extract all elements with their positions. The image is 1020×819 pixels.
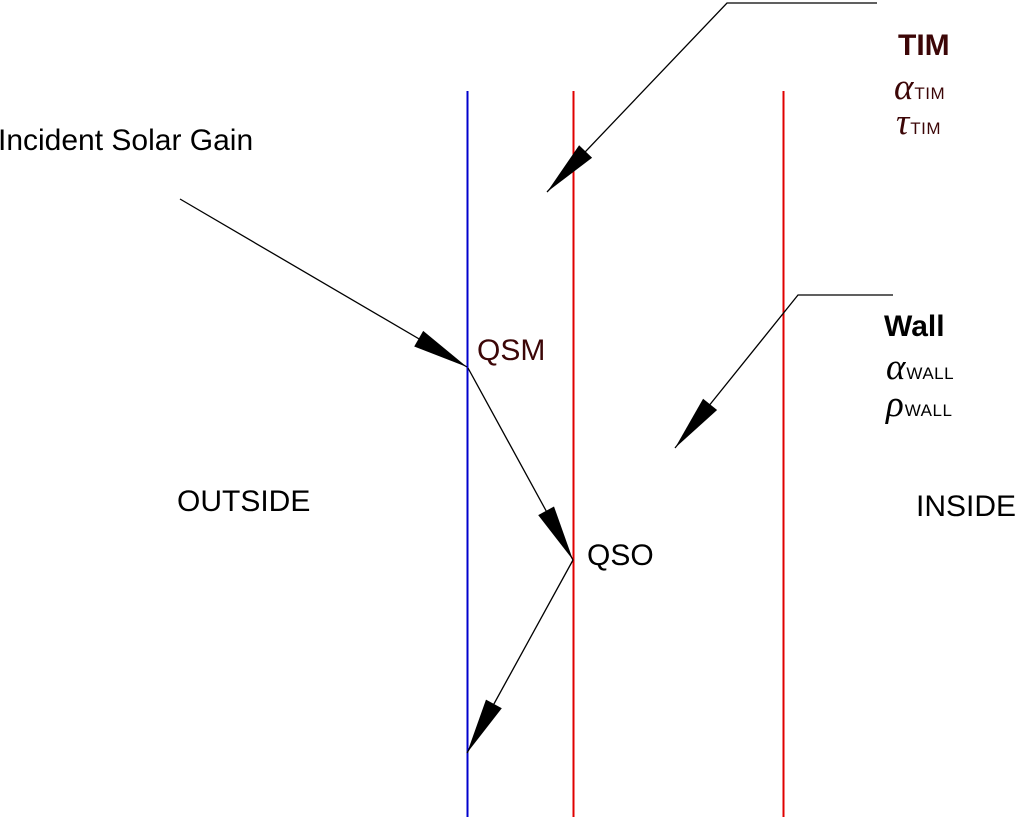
tim-leader-arrowhead-icon xyxy=(547,145,593,192)
rho-symbol: ρ xyxy=(886,384,904,425)
rho-subscript-label: WALL xyxy=(904,401,953,420)
tau-symbol: τ xyxy=(896,102,910,143)
tau-subscript-label: TIM xyxy=(910,119,942,138)
wall-leader-arrowhead-icon xyxy=(675,398,718,448)
tim-leader-line xyxy=(546,2,877,193)
tim-legend-title: TIM xyxy=(898,29,950,62)
alpha-symbol: α xyxy=(894,67,914,108)
alpha-subscript-label: WALL xyxy=(906,364,955,383)
qsm-label: QSM xyxy=(477,334,546,367)
alpha-subscript-label: TIM xyxy=(914,84,946,103)
wall-rho-row: ρ WALL xyxy=(886,386,952,423)
qso-label: QSO xyxy=(587,539,654,572)
incident-solar-gain-label: Incident Solar Gain xyxy=(0,124,254,157)
qsm-to-qso-arrowhead-icon xyxy=(538,506,573,560)
qso-outgoing-arrowhead-icon xyxy=(467,699,502,753)
wall-legend-title: Wall xyxy=(884,310,945,343)
inside-zone-label: INSIDE xyxy=(916,490,1017,523)
outside-zone-label: OUTSIDE xyxy=(177,485,311,518)
alpha-symbol: α xyxy=(886,347,906,388)
wall-leader-line xyxy=(674,294,893,449)
tim-alpha-row: α TIM xyxy=(894,69,945,106)
tim-tau-row: τ TIM xyxy=(896,104,941,141)
wall-alpha-row: α WALL xyxy=(886,349,954,386)
incident-solar-arrowhead-icon xyxy=(414,330,467,367)
